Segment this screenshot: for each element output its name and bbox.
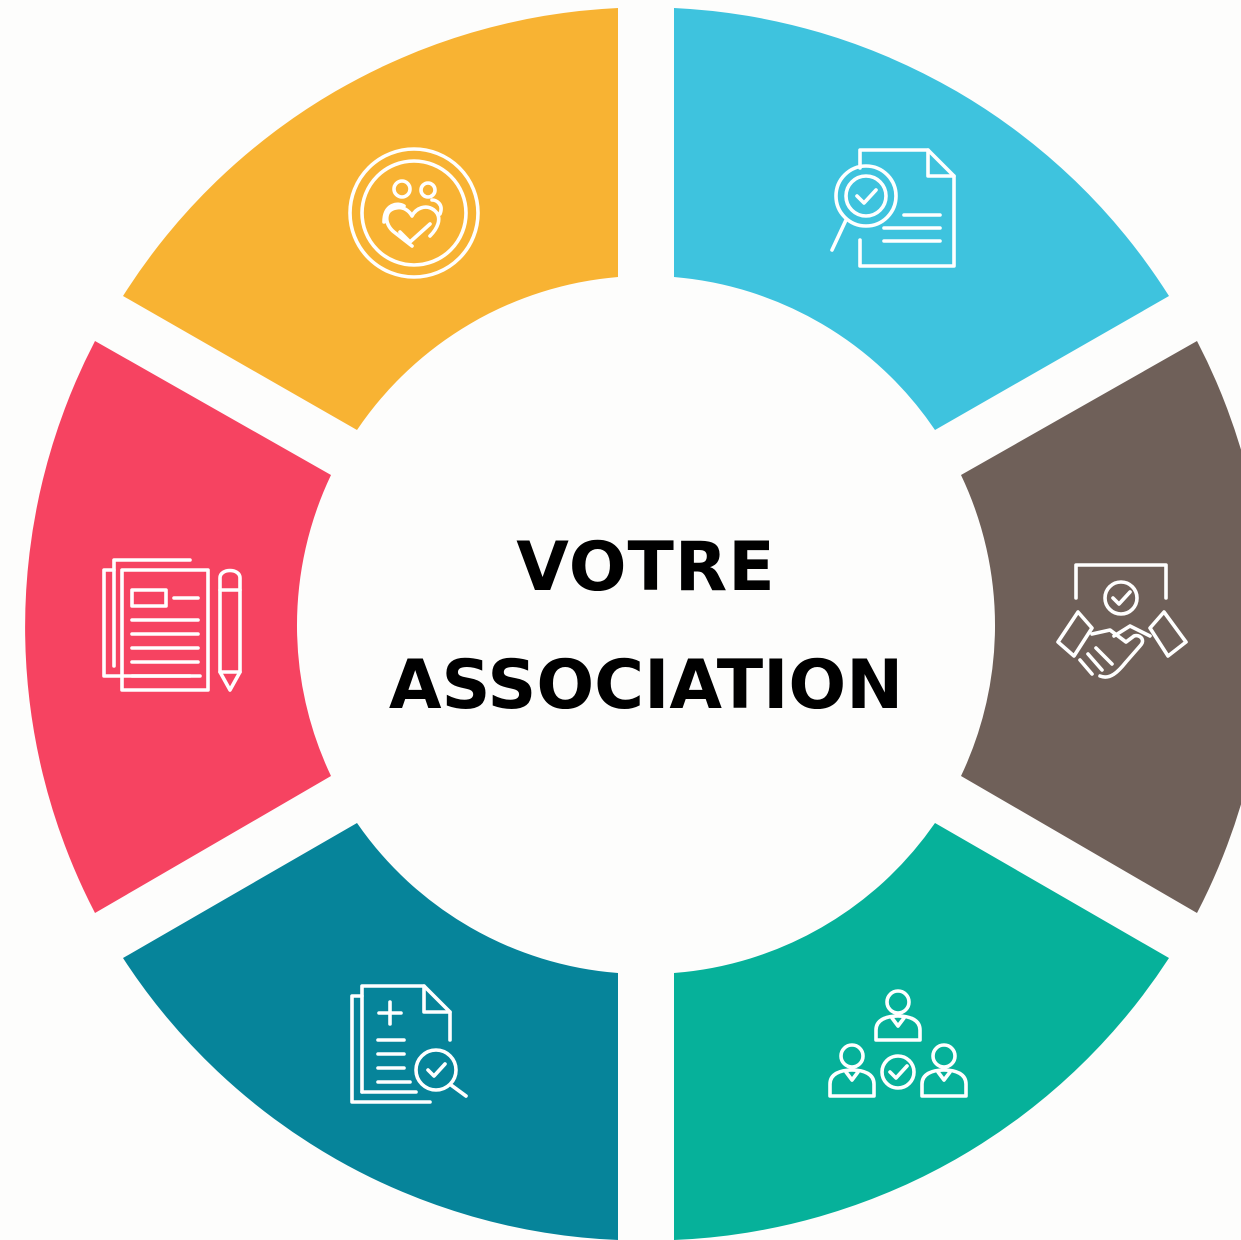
segment-top-left (123, 8, 618, 430)
segment-top-right (674, 8, 1169, 430)
team-approval-icon (828, 989, 968, 1098)
medical-report-review-icon (350, 984, 468, 1104)
center-title-line1: VOTRE (516, 527, 776, 607)
segments (25, 8, 1241, 1240)
center-title-line2: ASSOCIATION (388, 646, 904, 725)
community-heart-icon (348, 147, 480, 279)
segment-bottom-left (123, 823, 618, 1240)
document-search-icon (830, 148, 956, 268)
segment-right (961, 341, 1241, 913)
handshake-agreement-icon (1056, 563, 1188, 679)
segment-left (25, 341, 331, 913)
center-title: VOTRE ASSOCIATION (389, 528, 903, 726)
document-writing-icon (102, 558, 242, 692)
